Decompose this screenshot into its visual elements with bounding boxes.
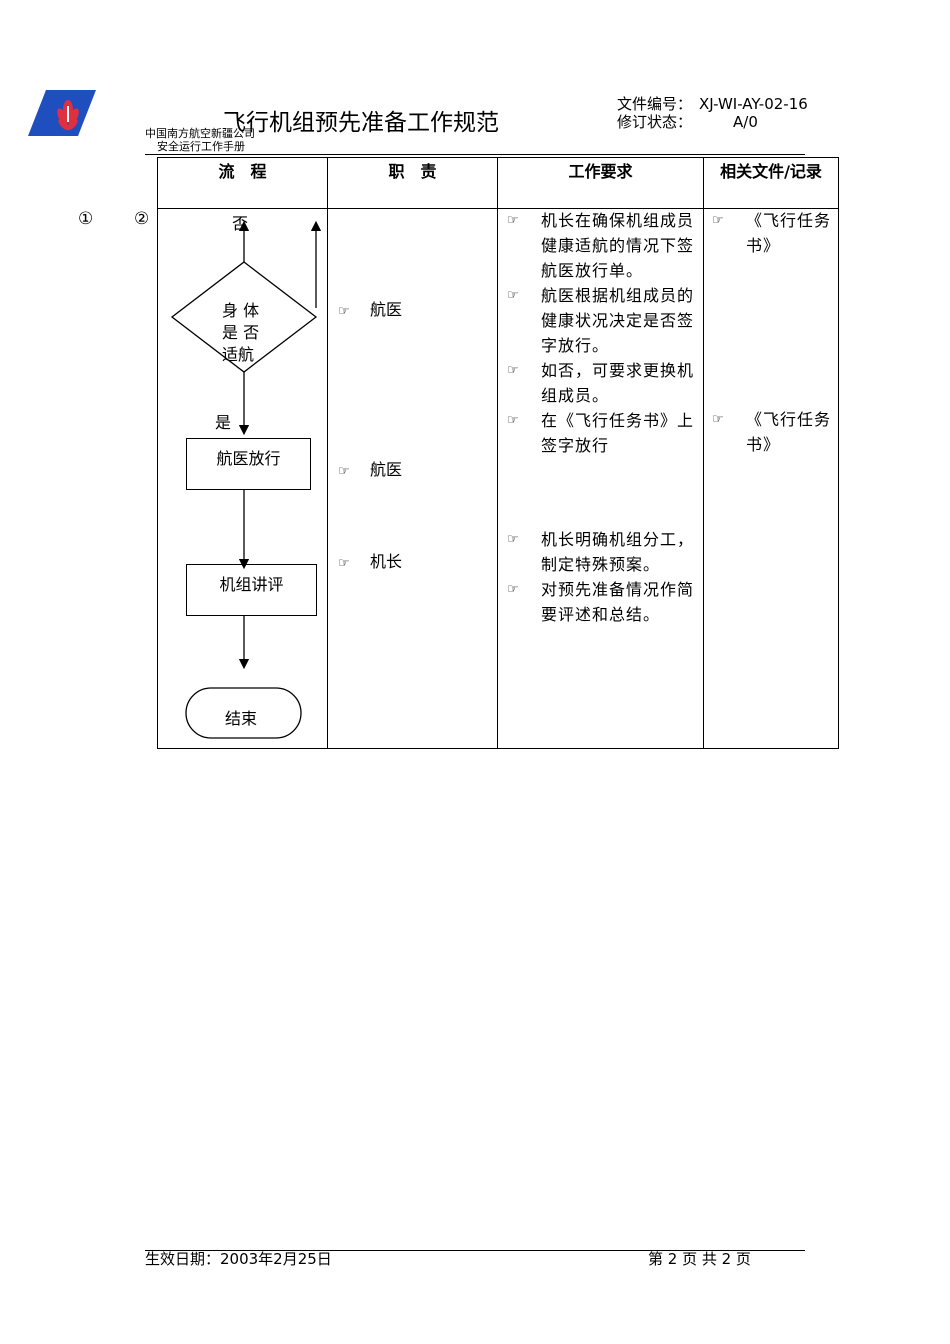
flowchart	[170, 220, 322, 739]
no-label: 否	[232, 214, 249, 233]
pointing-hand-icon: ☞	[338, 556, 350, 571]
company-line2: 安全运行工作手册	[157, 140, 245, 153]
duty-item: ☞ 航医	[338, 296, 402, 320]
footer-divider	[145, 1250, 805, 1251]
duty-item: ☞ 航医	[338, 456, 402, 480]
doc-no-value: XJ-WI-AY-02-16	[699, 95, 808, 113]
column-divider	[497, 158, 498, 748]
company-name: 中国南方航空新疆公司 安全运行工作手册	[145, 127, 255, 153]
medical-release-box: 航医放行	[186, 438, 311, 490]
document-info: 文件编号： XJ-WI-AY-02-16 修订状态： A/0	[617, 95, 808, 131]
step-marker-2: ②	[134, 209, 150, 229]
pointing-hand-icon: ☞	[712, 412, 725, 427]
column-divider	[327, 158, 328, 748]
requirements-group-1: ☞机长在确保机组成员健康适航的情况下签航医放行单。 ☞航医根据机组成员的健康状况…	[507, 208, 699, 458]
decision-line1: 身 体	[222, 301, 260, 320]
crew-review-box: 机组讲评	[186, 564, 317, 616]
header-row-divider	[158, 208, 838, 209]
pointing-hand-icon: ☞	[507, 363, 520, 378]
document-item: ☞《飞行任务书》	[712, 208, 834, 258]
step-marker-1: ①	[78, 209, 94, 229]
revision-value: A/0	[733, 113, 758, 131]
pointing-hand-icon: ☞	[712, 213, 725, 228]
revision-label: 修订状态：	[617, 113, 693, 131]
requirement-item: ☞航医根据机组成员的健康状况决定是否签字放行。	[507, 283, 699, 358]
documents-group-1: ☞《飞行任务书》	[712, 208, 834, 258]
crew-review-label: 机组讲评	[219, 575, 284, 594]
document-title: 飞行机组预先准备工作规范	[223, 110, 499, 136]
header-documents: 相关文件/记录	[720, 162, 822, 181]
document-item: ☞《飞行任务书》	[712, 407, 834, 457]
header-duty: 职 责	[388, 162, 437, 181]
decision-line2: 是 否	[222, 323, 260, 342]
decision-line3: 适航	[222, 345, 255, 364]
company-line1: 中国南方航空新疆公司	[145, 127, 255, 140]
header-flow: 流 程	[218, 162, 267, 181]
pointing-hand-icon: ☞	[507, 213, 520, 228]
pointing-hand-icon: ☞	[338, 464, 350, 479]
doc-no-label: 文件编号：	[617, 95, 693, 113]
duty-label: 航医	[370, 300, 403, 319]
pointing-hand-icon: ☞	[507, 582, 520, 597]
header-requirements: 工作要求	[568, 162, 633, 181]
page-number: 第 2 页 共 2 页	[648, 1250, 751, 1268]
requirement-item: ☞机长在确保机组成员健康适航的情况下签航医放行单。	[507, 208, 699, 283]
duty-label: 航医	[370, 460, 403, 479]
airline-logo	[28, 90, 96, 136]
end-terminator	[185, 687, 302, 739]
requirement-item: ☞机长明确机组分工，制定特殊预案。	[507, 527, 699, 577]
column-divider	[703, 158, 704, 748]
pointing-hand-icon: ☞	[507, 413, 520, 428]
pointing-hand-icon: ☞	[507, 532, 520, 547]
header-divider	[145, 154, 805, 155]
documents-group-2: ☞《飞行任务书》	[712, 407, 834, 457]
duty-item: ☞ 机长	[338, 548, 402, 572]
requirement-item: ☞对预先准备情况作简要评述和总结。	[507, 577, 699, 627]
yes-label: 是	[215, 413, 232, 432]
medical-release-label: 航医放行	[216, 449, 281, 468]
effective-date: 生效日期：2003年2月25日	[145, 1250, 332, 1268]
requirement-item: ☞如否，可要求更换机组成员。	[507, 358, 699, 408]
requirement-item: ☞在《飞行任务书》上签字放行	[507, 408, 699, 458]
process-table: 流 程 职 责 工作要求 相关文件/记录	[157, 157, 839, 749]
duty-label: 机长	[370, 552, 403, 571]
end-label: 结束	[225, 709, 258, 728]
pointing-hand-icon: ☞	[338, 304, 350, 319]
pointing-hand-icon: ☞	[507, 288, 520, 303]
requirements-group-2: ☞机长明确机组分工，制定特殊预案。 ☞对预先准备情况作简要评述和总结。	[507, 527, 699, 627]
